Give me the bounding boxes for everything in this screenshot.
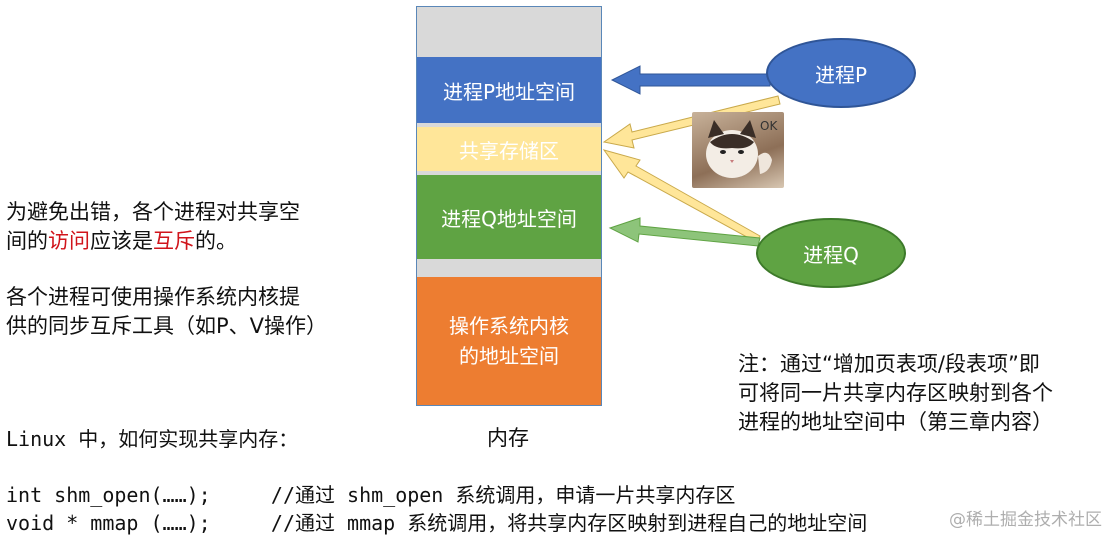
explanation-line-2: 间的访问应该是互斥的。	[6, 229, 237, 253]
arrow-q-to-space	[608, 217, 761, 247]
process-p-address-space: 进程P地址空间	[417, 57, 601, 123]
cat-ok-sticker-graphic: OK	[706, 119, 778, 178]
watermark: @稀土掘金技术社区	[949, 510, 1102, 530]
sync-line-1: 各个进程可使用操作系统内核提	[6, 285, 300, 309]
linux-question: Linux 中，如何实现共享内存：	[6, 427, 299, 451]
memory-diagram: 进程P地址空间 共享存储区 进程Q地址空间 操作系统内核的地址空间	[416, 6, 602, 406]
process-q-node: 进程Q	[756, 218, 906, 288]
mutex-explanation: 为避免出错，各个进程对共享空 间的访问应该是互斥的。	[6, 198, 366, 256]
code-mmap: void * mmap (……); //通过 mmap 系统调用，将共享内存区映…	[6, 511, 868, 535]
svg-text:OK: OK	[760, 119, 778, 133]
note-line-2: 可将同一片共享内存区映射到各个	[738, 381, 1053, 405]
note-line-1: 注：通过“增加页表项/段表项”即	[738, 352, 1040, 376]
memory-caption: 内存	[487, 426, 529, 450]
code-shm-open: int shm_open(……); //通过 shm_open 系统调用，申请一…	[6, 483, 736, 507]
cat-ok-sticker-icon: OK	[692, 112, 784, 188]
os-kernel-address-space: 操作系统内核的地址空间	[417, 277, 601, 405]
sync-tools-explanation: 各个进程可使用操作系统内核提 供的同步互斥工具（如P、V操作）	[6, 283, 376, 341]
shared-memory-region: 共享存储区	[417, 127, 601, 171]
process-p-node: 进程P	[766, 38, 916, 108]
note-line-3: 进程的地址空间中（第三章内容）	[738, 410, 1053, 434]
explanation-line-1: 为避免出错，各个进程对共享空	[6, 200, 300, 224]
highlight-mutex: 互斥	[153, 229, 195, 253]
note-text: 注：通过“增加页表项/段表项”即 可将同一片共享内存区映射到各个 进程的地址空间…	[738, 350, 1108, 437]
process-q-address-space: 进程Q地址空间	[417, 175, 601, 259]
sync-line-2: 供的同步互斥工具（如P、V操作）	[6, 314, 328, 338]
arrow-p-to-space	[610, 65, 771, 95]
highlight-access: 访问	[48, 229, 90, 253]
arrow-q-to-shared	[602, 149, 761, 243]
